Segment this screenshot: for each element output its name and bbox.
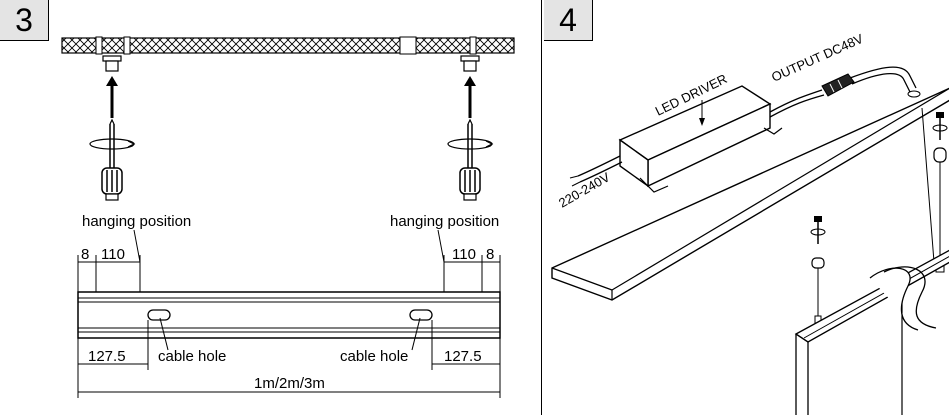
screwdriver-left-icon xyxy=(89,118,136,201)
dim-offset-left: 110 xyxy=(101,246,125,263)
led-driver-box xyxy=(618,85,783,193)
linear-light-body xyxy=(794,249,949,415)
cable-hole-label-left: cable hole xyxy=(158,348,226,365)
anchor-right-icon xyxy=(460,55,480,72)
step-3-diagram: hanging position hanging position 8 110 … xyxy=(61,36,515,398)
dim-hole-right: 127.5 xyxy=(444,348,482,365)
step-4-panel: 4 xyxy=(541,0,949,415)
step-3-number: 3 xyxy=(0,0,49,41)
ceiling-board xyxy=(551,87,949,301)
step-3-panel: 3 xyxy=(0,0,515,398)
output-cable xyxy=(769,66,921,118)
dim-hole-left: 127.5 xyxy=(88,348,126,365)
leader-line-left xyxy=(133,229,141,263)
suspension-kit-left-icon xyxy=(810,216,826,329)
dim-edge-left: 8 xyxy=(81,246,89,263)
hanging-position-label-left: hanging position xyxy=(82,213,191,230)
hanging-position-label-right: hanging position xyxy=(390,213,499,230)
driver-leader-arrow xyxy=(699,118,705,126)
leader-line-right xyxy=(437,229,445,263)
screwdriver-right-icon xyxy=(447,118,494,201)
input-voltage-label: 220-240V xyxy=(556,169,613,210)
arrow-up-left-icon xyxy=(106,76,118,118)
step-4-number: 4 xyxy=(544,0,593,41)
length-options-label: 1m/2m/3m xyxy=(254,375,325,392)
arrow-up-right-icon xyxy=(464,76,476,118)
output-voltage-label: OUTPUT DC48V xyxy=(769,31,866,85)
suspension-kit-right-icon xyxy=(921,107,948,273)
power-cable-wrap-inner xyxy=(883,266,937,329)
cable-hole-label-right: cable hole xyxy=(340,348,408,365)
dim-edge-right: 8 xyxy=(486,246,494,263)
anchor-left-icon xyxy=(102,55,122,72)
profile-rail xyxy=(77,291,501,339)
dimension-bottom xyxy=(77,317,501,398)
ceiling-strip xyxy=(61,36,515,55)
cable-hole-left-slot xyxy=(147,309,171,321)
step-4-diagram: LED DRIVER OUTPUT DC48V 220-240V xyxy=(551,31,949,415)
power-cable-wrap xyxy=(869,267,919,331)
wire-connector-icon xyxy=(821,73,855,97)
cable-hole-right-slot xyxy=(409,309,433,321)
input-cable xyxy=(569,155,623,187)
dim-offset-right: 110 xyxy=(452,246,476,263)
